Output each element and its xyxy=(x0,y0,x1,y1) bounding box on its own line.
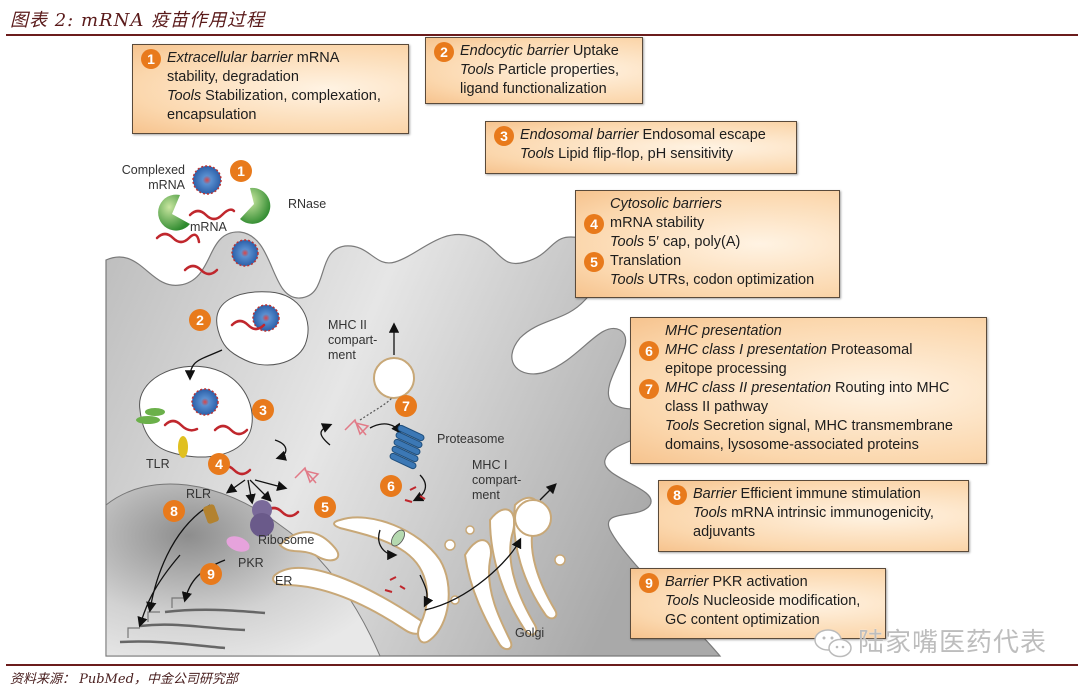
diagram-badge-4: 4 xyxy=(208,453,230,475)
label-proteasome: Proteasome xyxy=(437,432,505,446)
lipid-nanoparticles xyxy=(191,165,280,416)
diagram-badge-5: 5 xyxy=(314,496,336,518)
label-rlr: RLR xyxy=(186,487,212,501)
rnase-left xyxy=(158,194,190,231)
nucleus xyxy=(105,483,381,657)
callout-line: class II pathway xyxy=(665,399,769,415)
source-note: 资料来源： PubMed，中金公司研究部 xyxy=(10,672,238,687)
diagram-badge-2: 2 xyxy=(189,309,211,331)
top-rule xyxy=(6,34,1078,36)
label-mhc2-compartment: MHC II compart- ment xyxy=(328,318,378,362)
diagram-badge-9: 9 xyxy=(200,563,222,585)
diagram-badge-6: 6 xyxy=(380,475,402,497)
step-badge: 2 xyxy=(434,42,454,62)
step-badge: 3 xyxy=(494,126,514,146)
callout-line: GC content optimization xyxy=(665,612,820,628)
callout-line: adjuvants xyxy=(693,524,756,540)
callout-line: Tools mRNA intrinsic immunogenicity, xyxy=(693,505,934,521)
callout-line: domains, lysosome-associated proteins xyxy=(665,437,919,453)
diagram-badge-7: 7 xyxy=(395,395,417,417)
label-er: ER xyxy=(275,574,293,588)
rnase-right xyxy=(240,187,271,224)
callout-line: ligand functionalization xyxy=(460,81,607,97)
step-badge: 7 xyxy=(639,379,659,399)
wechat-icon xyxy=(814,629,852,658)
label-mhc1-compartment: MHC I compart- ment xyxy=(472,458,522,502)
step-badge: 4 xyxy=(584,214,604,234)
callout-heading: MHC presentation xyxy=(665,323,782,339)
callout-line: encapsulation xyxy=(167,107,257,123)
label-golgi: Golgi xyxy=(515,626,545,640)
callout-line: stability, degradation xyxy=(167,69,299,85)
callout-heading: Cytosolic barriers xyxy=(610,196,722,212)
step-badge: 6 xyxy=(639,341,659,361)
step-badge: 1 xyxy=(141,49,161,69)
step-badge: 8 xyxy=(667,485,687,505)
callout-line: Tools Nucleoside modification, xyxy=(665,593,861,609)
callout-line: epitope processing xyxy=(665,361,787,377)
diagram-badge-3: 3 xyxy=(252,399,274,421)
callout-line: Tools UTRs, codon optimization xyxy=(610,272,815,288)
label-pkr: PKR xyxy=(238,556,264,570)
proteasome xyxy=(389,424,425,470)
label-complexed-mrna: Complexed mRNA xyxy=(121,163,185,192)
figure-title: 图表 2: mRNA 疫苗作用过程 xyxy=(10,10,266,31)
callout-line: Tools Stabilization, complexation, xyxy=(167,88,381,104)
label-mrna: mRNA xyxy=(190,220,227,234)
watermark-text: 陆家嘴医药代表 xyxy=(858,628,1048,658)
label-tlr: TLR xyxy=(146,457,170,471)
step-badge: 9 xyxy=(639,573,659,593)
pkr-receptor xyxy=(226,536,250,552)
bottom-rule xyxy=(6,664,1078,666)
callout-line: Tools 5′ cap, poly(A) xyxy=(610,234,741,250)
callout-line: Tools Particle properties, xyxy=(460,62,620,78)
diagram-badge-1: 1 xyxy=(230,160,252,182)
tlr-receptor xyxy=(178,436,188,458)
mrna-strands xyxy=(155,208,300,518)
label-ribosome: Ribosome xyxy=(258,533,315,547)
ribosome xyxy=(250,500,274,537)
callout-line: Tools Lipid flip-flop, pH sensitivity xyxy=(520,146,734,162)
step-badge: 5 xyxy=(584,252,604,272)
rlr-receptor xyxy=(203,504,219,524)
label-rnase: RNase xyxy=(288,197,327,211)
callout-line: Tools Secretion signal, MHC transmembran… xyxy=(665,418,953,434)
diagram-badge-8: 8 xyxy=(163,500,185,522)
